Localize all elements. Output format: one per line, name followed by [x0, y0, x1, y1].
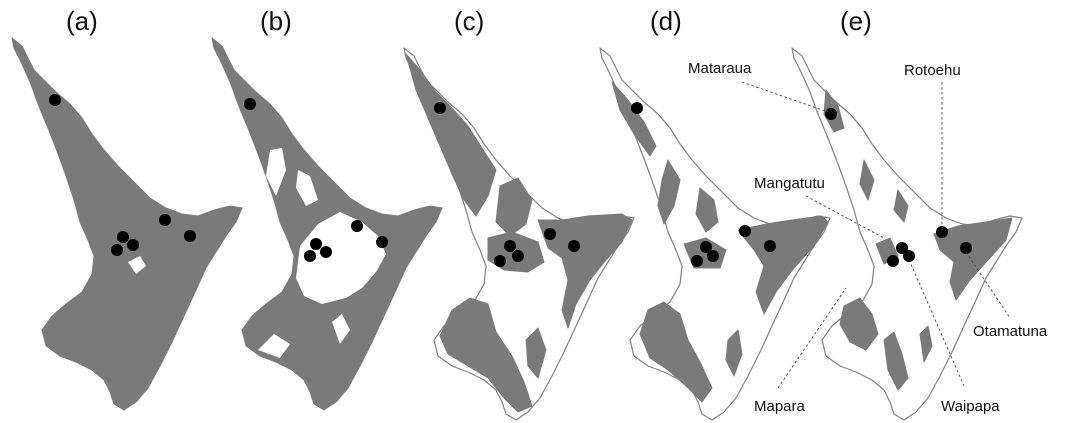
site-marker: [434, 102, 446, 114]
site-markers-d: [631, 102, 776, 267]
site-marker: [568, 240, 580, 252]
site-labels: Mataraua Rotoehu Mangatutu Otamatuna Map…: [688, 60, 1048, 415]
site-marker: [159, 214, 171, 226]
site-marker: [320, 246, 332, 258]
site-marker: [707, 250, 719, 262]
site-marker: [111, 244, 123, 256]
site-marker: [184, 230, 196, 242]
panel-d: (d): [599, 6, 831, 421]
site-marker: [887, 255, 899, 267]
site-marker: [512, 250, 524, 262]
panel-e: (e): [791, 6, 1023, 421]
site-marker: [376, 236, 388, 248]
site-marker: [739, 225, 751, 237]
forest-cover-e: [823, 89, 1013, 391]
forest-cover-a: [11, 37, 243, 411]
forest-cover-c: [405, 53, 633, 413]
site-marker: [351, 220, 363, 232]
panel-a-label: (a): [66, 6, 98, 36]
site-markers-b: [244, 98, 388, 262]
site-markers-e: [825, 108, 972, 267]
panel-d-label: (d): [650, 6, 682, 36]
site-marker: [936, 226, 948, 238]
panel-a: (a): [11, 6, 243, 411]
site-marker: [896, 242, 908, 254]
leader-otamatuna: [965, 251, 1011, 319]
leader-mataraua: [741, 81, 829, 113]
panel-b: (b): [211, 6, 443, 411]
panel-c-label: (c): [454, 6, 484, 36]
site-marker: [825, 108, 837, 120]
site-label-mangatutu: Mangatutu: [754, 175, 825, 192]
site-marker: [127, 239, 139, 251]
site-marker: [49, 94, 61, 106]
leader-mapara: [777, 287, 847, 389]
site-marker: [700, 241, 712, 253]
site-marker: [691, 255, 703, 267]
site-label-mapara: Mapara: [754, 398, 806, 415]
site-markers-a: [49, 94, 196, 256]
panel-b-label: (b): [260, 6, 292, 36]
site-marker: [244, 98, 256, 110]
site-label-otamatuna: Otamatuna: [973, 323, 1048, 340]
panel-c: (c): [403, 6, 635, 421]
site-marker: [117, 231, 129, 243]
site-marker: [504, 240, 516, 252]
site-marker: [310, 238, 322, 250]
site-marker: [631, 102, 643, 114]
site-marker: [960, 242, 972, 254]
site-marker: [764, 240, 776, 252]
panel-e-label: (e): [840, 6, 872, 36]
site-marker: [544, 228, 556, 240]
site-leaders: [741, 81, 1011, 389]
site-label-rotoehu: Rotoehu: [904, 62, 961, 79]
site-marker: [903, 250, 915, 262]
site-label-waipapa: Waipapa: [941, 398, 1000, 415]
site-markers-c: [434, 102, 580, 267]
site-marker: [304, 250, 316, 262]
site-marker: [494, 255, 506, 267]
site-label-mataraua: Mataraua: [688, 60, 752, 77]
